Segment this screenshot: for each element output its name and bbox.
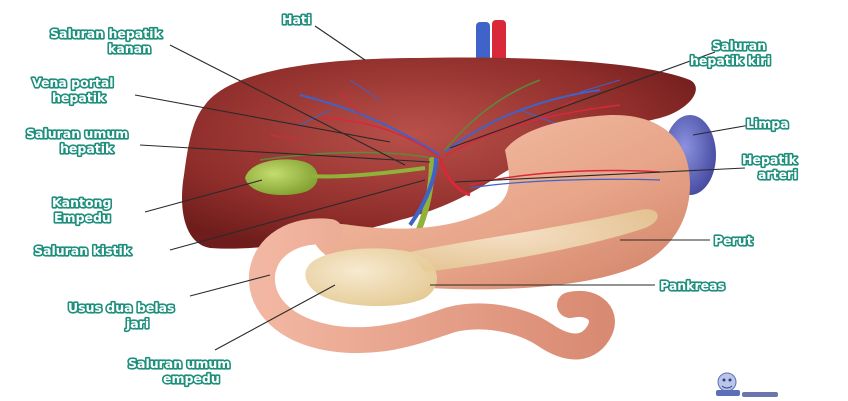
label-saluran-umum-empedu-line2: empedu [163,371,220,386]
label-saluran-hepatik-kanan-line1: Saluran hepatik [50,26,162,41]
label-saluran-umum-empedu-line1: Saluran umum [128,356,230,371]
label-hepatik-arteri-line2: arteri [758,167,798,182]
label-vena-portal-line2: hepatik [52,90,106,105]
label-usus-line1: Usus dua belas [68,300,175,315]
label-saluran-hepatik-kanan-line2: kanan [108,41,151,56]
label-limpa: Limpa [746,116,789,131]
label-hati: Hati [282,12,311,27]
label-usus-line2: jari [125,316,149,331]
label-vena-portal-line1: Vena portal [32,75,114,90]
great-vessels [476,20,506,64]
label-kantong-empedu-line1: Kantong [52,195,111,210]
label-hepatik-arteri-line1: Hepatik [742,152,798,167]
label-perut: Perut [714,233,753,248]
label-saluran-umum-hepatik-line2: hepatik [60,141,114,156]
pancreas-logo-icon [716,373,778,397]
label-pankreas: Pankreas [660,278,725,293]
label-saluran-umum-hepatik-line1: Saluran umum [26,126,128,141]
label-saluran-hepatik-kiri-line1: Saluran [712,38,766,53]
label-saluran-kistik: Saluran kistik [34,243,132,258]
label-saluran-hepatik-kiri-line2: hepatik kiri [690,53,771,68]
label-kantong-empedu-line2: Empedu [54,210,111,225]
